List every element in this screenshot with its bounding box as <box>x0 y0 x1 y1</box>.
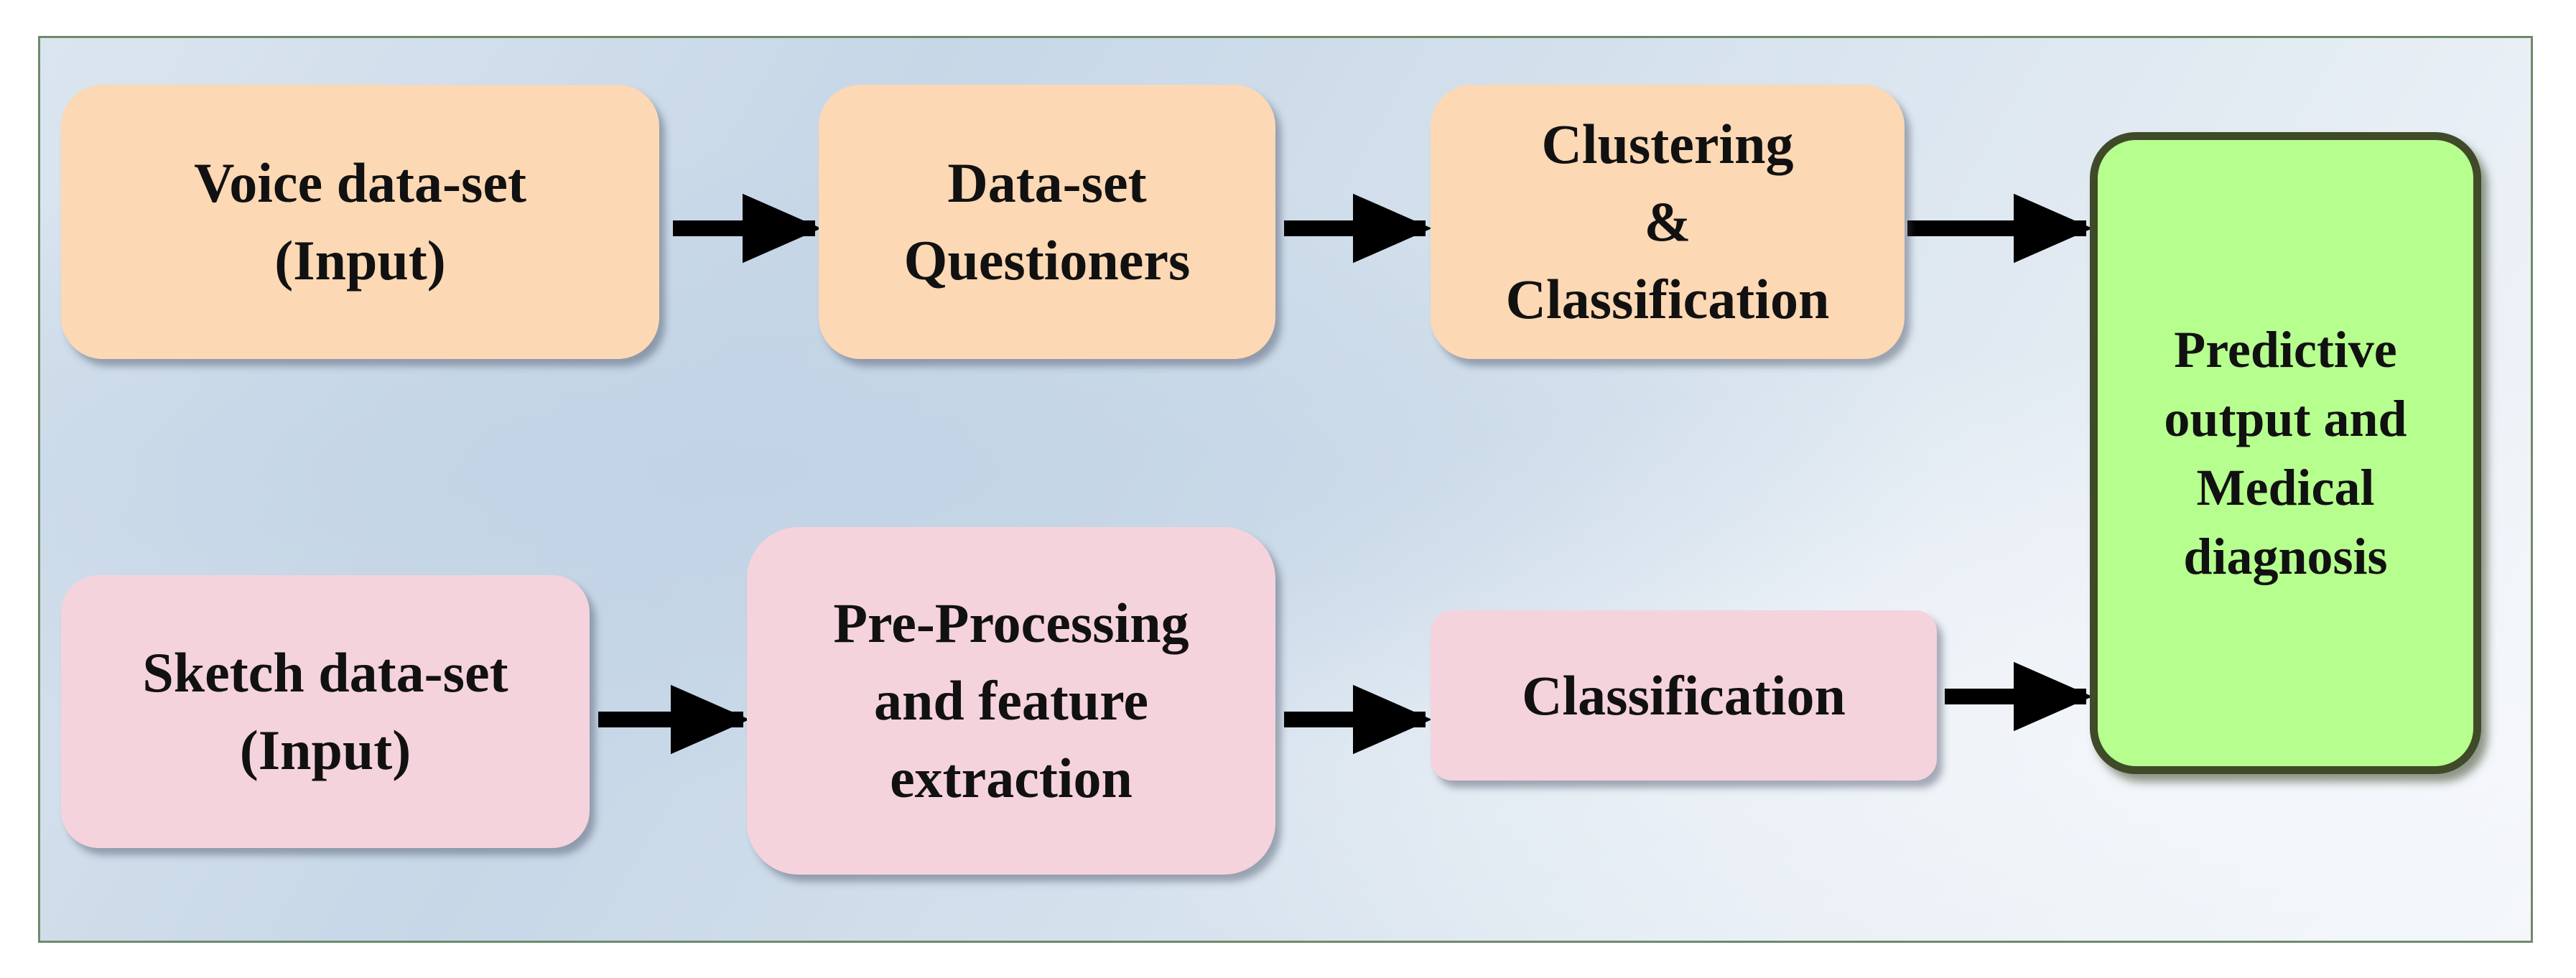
clustering-classification-node: Clustering & Classification <box>1431 85 1905 359</box>
classification-node: Classification <box>1431 610 1937 781</box>
dataset-questioners-node: Data-set Questioners <box>819 85 1275 359</box>
sketch-dataset-input-node: Sketch data-set (Input) <box>61 575 590 848</box>
preprocessing-feature-extraction-node: Pre-Processing and feature extraction <box>747 527 1275 875</box>
predictive-output-medical-diagnosis-node: Predictive output and Medical diagnosis <box>2090 132 2481 774</box>
voice-dataset-input-node: Voice data-set (Input) <box>61 85 659 359</box>
